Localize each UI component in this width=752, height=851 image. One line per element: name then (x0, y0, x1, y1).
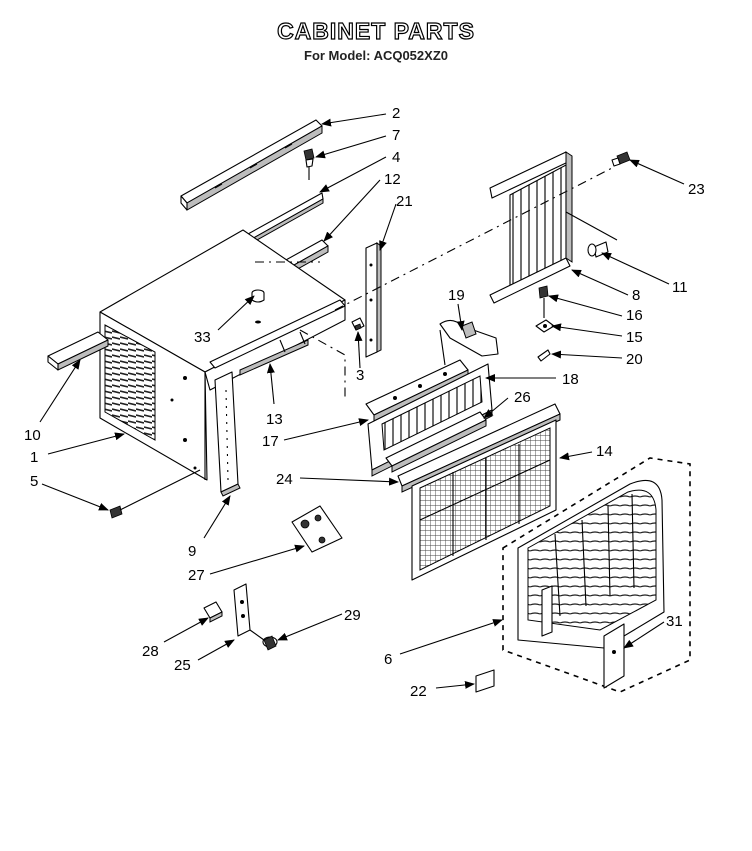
page-title: CABINET PARTS (276, 17, 475, 44)
bracket-part-3 (351, 317, 365, 331)
clip-part-28 (203, 601, 223, 623)
vertical-bracket-part-21 (365, 242, 382, 358)
screw-part-5 (109, 469, 201, 519)
callout-31: 31 (666, 613, 683, 630)
callout-3: 3 (356, 367, 364, 384)
knob-part-29 (249, 629, 278, 651)
leader-lines (39, 113, 685, 689)
callout-9: 9 (188, 543, 196, 560)
callout-18: 18 (562, 371, 579, 388)
callout-17: 17 (262, 433, 279, 450)
callout-4: 4 (392, 149, 400, 166)
callout-16: 16 (626, 307, 643, 324)
callout-29: 29 (344, 607, 361, 624)
side-strip-part-9 (214, 371, 241, 497)
callout-14: 14 (596, 443, 613, 460)
hardware-bag-part-27 (291, 505, 343, 553)
callout-5: 5 (30, 473, 38, 490)
screw-part-23 (611, 151, 631, 167)
front-grille-part-14 (411, 419, 557, 581)
callout-13: 13 (266, 411, 283, 428)
callout-15: 15 (626, 329, 643, 346)
damper-part-19 (439, 319, 499, 366)
callout-28: 28 (142, 643, 159, 660)
coil-part-8 (334, 151, 618, 311)
callout-23: 23 (688, 181, 705, 198)
screw-part-16 (538, 285, 549, 318)
callout-27: 27 (188, 567, 205, 584)
callout-2: 2 (392, 105, 400, 122)
callout-11: 11 (672, 279, 688, 296)
callout-21: 21 (396, 193, 413, 210)
screw-part-11 (587, 241, 609, 258)
label-part-22 (475, 669, 495, 693)
access-door-part-31 (603, 623, 625, 689)
callout-25: 25 (174, 657, 191, 674)
model-subtitle: For Model: ACQ052XZ0 (304, 48, 448, 63)
rail-part-26 (385, 411, 487, 473)
callout-33: 33 (194, 329, 211, 346)
callout-26: 26 (514, 389, 531, 406)
support-bar-part-10 (47, 331, 109, 371)
callout-6: 6 (384, 651, 392, 668)
front-panel-part-6 (502, 457, 691, 693)
clip-part-20 (537, 349, 551, 362)
screw-part-7 (303, 148, 315, 180)
bracket-part-25 (233, 583, 251, 637)
callout-10: 10 (24, 427, 41, 444)
washer-part-15 (535, 319, 555, 333)
callout-22: 22 (410, 683, 427, 700)
callout-24: 24 (276, 471, 293, 488)
top-rail-part-2 (180, 119, 323, 211)
callout-12: 12 (384, 171, 401, 188)
callout-1: 1 (30, 449, 38, 466)
callout-7: 7 (392, 127, 400, 144)
callout-20: 20 (626, 351, 643, 368)
callout-19: 19 (448, 287, 465, 304)
callout-numbers: 2 7 4 12 21 23 11 8 19 16 15 20 33 10 1 … (24, 105, 705, 700)
callout-8: 8 (632, 287, 640, 304)
channel-part-13 (209, 299, 346, 376)
